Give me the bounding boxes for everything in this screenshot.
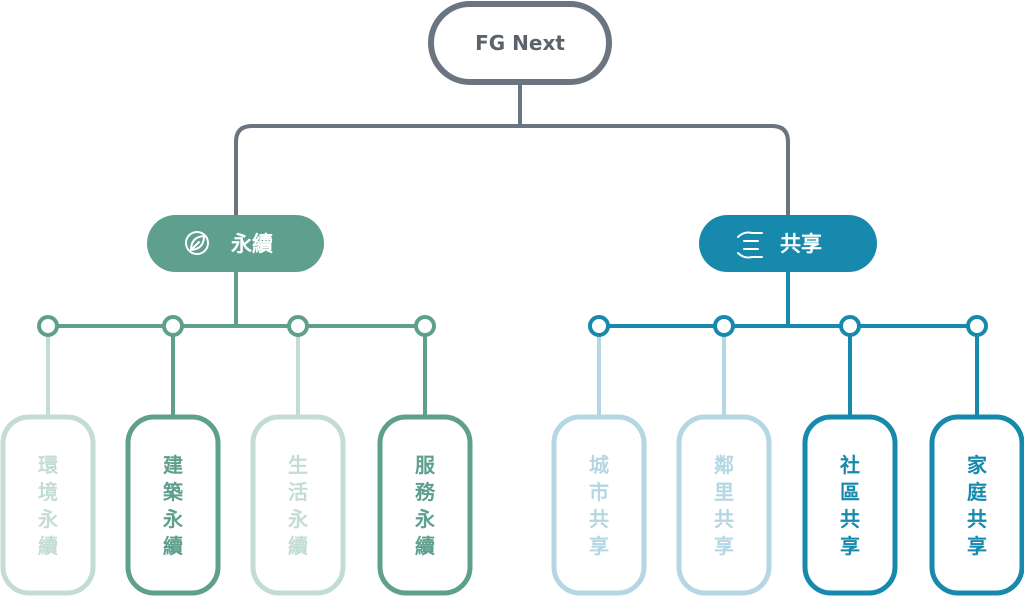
leaf-icon xyxy=(185,231,209,255)
child-card xyxy=(250,414,346,596)
child-node[interactable]: 家庭共享 xyxy=(929,315,1024,596)
child-node[interactable]: 生活永續 xyxy=(250,315,346,596)
junction-node xyxy=(588,315,610,337)
child-label: 家庭共享 xyxy=(967,453,988,558)
junction-node xyxy=(713,315,735,337)
branch-sharing-label: 共享 xyxy=(780,232,822,256)
child-label: 鄰里共享 xyxy=(714,453,734,558)
child-card xyxy=(125,414,221,596)
child-label: 服務永續 xyxy=(414,453,436,558)
branch-sharing-pill[interactable]: 共享 xyxy=(699,215,877,272)
child-label: 環境永續 xyxy=(37,453,59,558)
child-card xyxy=(377,414,473,596)
sharing-connectors xyxy=(599,270,977,328)
child-card xyxy=(551,414,647,596)
child-label: 城市共享 xyxy=(589,453,609,558)
junction-node xyxy=(162,315,184,337)
root-node[interactable]: FG Next xyxy=(428,1,612,85)
child-node[interactable]: 城市共享 xyxy=(551,315,647,596)
child-label: 社區共享 xyxy=(839,453,860,558)
branch-sustainability-label: 永續 xyxy=(230,232,273,256)
child-node[interactable]: 鄰里共享 xyxy=(676,315,772,596)
child-node[interactable]: 社區共享 xyxy=(802,315,898,596)
child-card xyxy=(929,414,1024,596)
child-label: 生活永續 xyxy=(287,453,308,558)
child-card xyxy=(0,414,96,596)
junction-node xyxy=(966,315,988,337)
hands-icon xyxy=(737,231,763,259)
junction-node xyxy=(37,315,59,337)
junction-node xyxy=(287,315,309,337)
child-node[interactable]: 建築永續 xyxy=(125,315,221,596)
sustainability-connectors xyxy=(48,270,425,328)
child-card xyxy=(802,414,898,596)
junction-node xyxy=(839,315,861,337)
child-node[interactable]: 服務永續 xyxy=(377,315,473,596)
child-label: 建築永續 xyxy=(162,453,184,558)
branch-sustainability: 環境永續 建築永續 生活永續 服務永續 永續 xyxy=(0,215,473,596)
child-node[interactable]: 環境永續 xyxy=(0,315,96,596)
junction-node xyxy=(414,315,436,337)
branch-sharing: 城市共享 鄰里共享 社區共享 家庭共享 共享 xyxy=(551,215,1024,596)
root-connectors xyxy=(234,80,790,217)
child-card xyxy=(676,414,772,596)
root-crossbar-line xyxy=(234,124,790,217)
root-label: FG Next xyxy=(475,31,565,55)
branch-sustainability-pill[interactable]: 永續 xyxy=(147,215,324,272)
